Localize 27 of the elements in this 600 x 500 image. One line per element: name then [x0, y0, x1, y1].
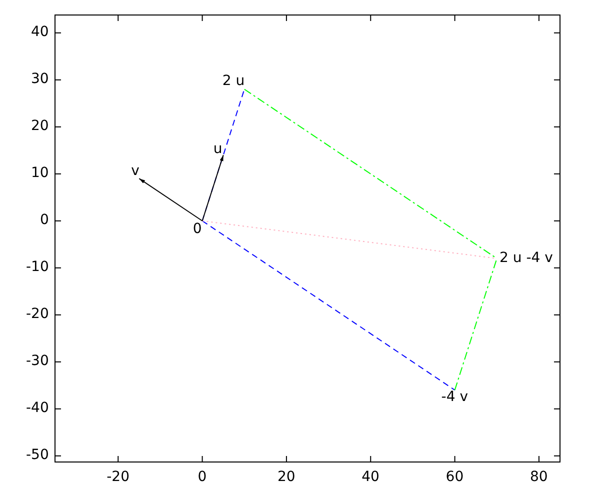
point-label: u: [213, 142, 222, 158]
tick-label: -20: [26, 306, 49, 322]
tick-label: -10: [26, 260, 49, 275]
tick-label: 60: [446, 470, 464, 485]
point-label: v: [131, 164, 140, 179]
tick-label: -20: [106, 470, 130, 485]
tick-label: 20: [31, 118, 49, 134]
arrow: [138, 178, 203, 222]
point-label: -4 v: [441, 390, 468, 406]
point-label: 0: [192, 222, 202, 237]
tick-label: -40: [26, 400, 49, 416]
tick-label: -50: [26, 448, 49, 463]
tick-label: 30: [31, 72, 49, 87]
line: [244, 88, 498, 259]
point-label: 2 u -4 v: [500, 250, 553, 266]
tick-label: 0: [198, 470, 207, 485]
tick-label: 80: [530, 470, 548, 485]
tick-label: 10: [31, 166, 49, 181]
line: [202, 220, 456, 391]
tick-label: 40: [362, 470, 380, 485]
tick-label: 20: [277, 470, 296, 485]
tick-label: 40: [31, 24, 49, 40]
tick-label: 0: [40, 212, 49, 228]
line: [454, 258, 498, 391]
point-label: 2 u: [222, 74, 245, 90]
tick-label: -30: [26, 354, 49, 369]
arrow: [202, 154, 224, 222]
